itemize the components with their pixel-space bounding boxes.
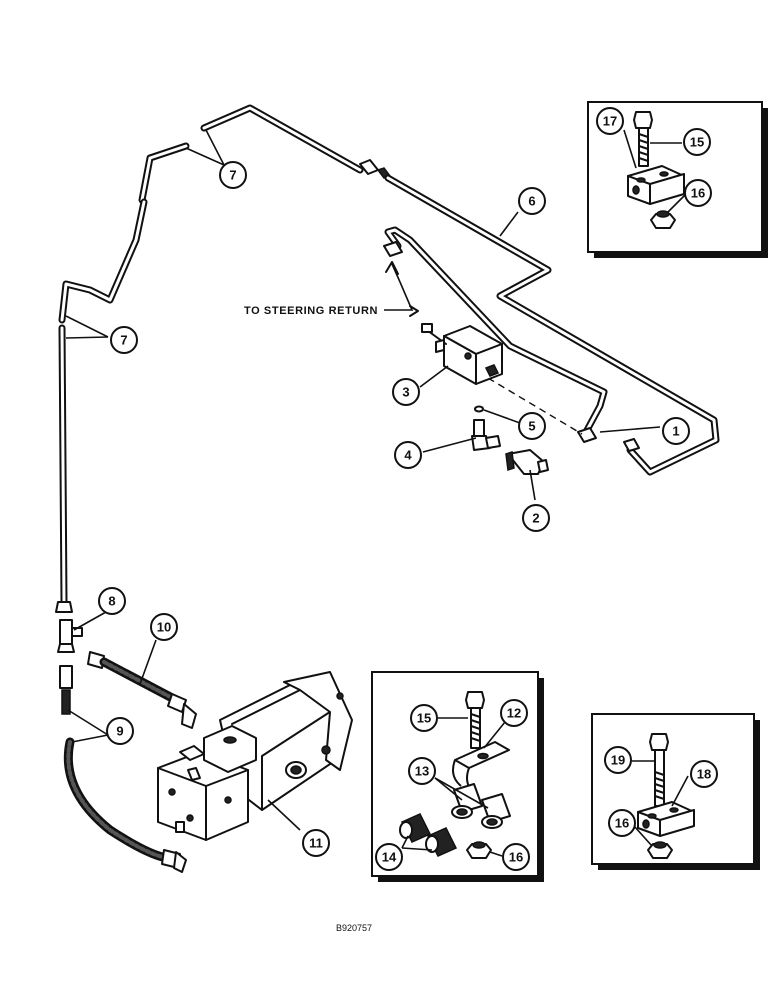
callout-6: 6 xyxy=(518,187,546,215)
svg-text:11: 11 xyxy=(309,836,323,851)
svg-text:8: 8 xyxy=(108,594,115,609)
callout-1: 1 xyxy=(662,417,690,445)
tube-7-lower xyxy=(55,324,73,613)
tube-7-upper xyxy=(58,104,364,324)
svg-text:13: 13 xyxy=(415,764,429,779)
swivel-elbow-2 xyxy=(505,449,549,475)
callout-3: 3 xyxy=(392,378,420,406)
hose-9 xyxy=(59,665,187,873)
bolt-15-top xyxy=(633,111,653,167)
svg-text:15: 15 xyxy=(690,135,704,150)
callout-15-bottom: 15 xyxy=(410,704,438,732)
callout-7-lower: 7 xyxy=(110,326,138,354)
bushing-13 xyxy=(451,783,511,829)
nut-16-top xyxy=(650,210,676,229)
callout-14: 14 xyxy=(375,843,403,871)
clamp-block-18 xyxy=(637,801,695,837)
callout-8: 8 xyxy=(98,587,126,615)
svg-text:5: 5 xyxy=(528,419,535,434)
callout-7-upper: 7 xyxy=(219,161,247,189)
svg-text:14: 14 xyxy=(382,850,397,865)
callout-17: 17 xyxy=(596,107,624,135)
svg-text:16: 16 xyxy=(509,850,523,865)
svg-text:18: 18 xyxy=(697,767,711,782)
callout-4: 4 xyxy=(394,441,422,469)
callout-18: 18 xyxy=(690,760,718,788)
label-to-steering-return: TO STEERING RETURN xyxy=(244,305,378,317)
elbow-fitting-4 xyxy=(471,419,501,451)
svg-text:7: 7 xyxy=(120,333,127,348)
svg-text:3: 3 xyxy=(402,385,409,400)
svg-text:6: 6 xyxy=(528,194,535,209)
svg-text:9: 9 xyxy=(116,724,123,739)
tee-fitting-8 xyxy=(57,619,83,653)
svg-text:16: 16 xyxy=(691,186,705,201)
pump-11 xyxy=(157,671,353,841)
drawing-code: B920757 xyxy=(336,923,372,933)
spacer-14 xyxy=(399,813,458,857)
bolt-19 xyxy=(649,733,669,807)
hose-10 xyxy=(87,651,197,729)
callout-15-top: 15 xyxy=(683,128,711,156)
callout-9: 9 xyxy=(106,717,134,745)
clamp-block-17 xyxy=(627,165,685,205)
inset-bottom-right xyxy=(591,713,760,870)
tube-1 xyxy=(383,226,640,452)
callout-16-top: 16 xyxy=(684,179,712,207)
callout-19: 19 xyxy=(604,746,632,774)
callout-16-right: 16 xyxy=(608,809,636,837)
svg-text:12: 12 xyxy=(507,706,521,721)
o-ring-5 xyxy=(474,405,484,413)
callout-12: 12 xyxy=(500,699,528,727)
svg-text:15: 15 xyxy=(417,711,431,726)
svg-text:2: 2 xyxy=(532,511,539,526)
leader-lines xyxy=(65,129,661,831)
callout-11: 11 xyxy=(302,829,330,857)
svg-text:4: 4 xyxy=(404,448,412,463)
svg-text:1: 1 xyxy=(672,424,679,439)
callout-13: 13 xyxy=(408,757,436,785)
svg-text:16: 16 xyxy=(615,816,629,831)
bolt-15-bottom xyxy=(465,691,485,749)
fitting-union-top xyxy=(359,159,392,179)
tube-6 xyxy=(384,174,720,476)
svg-text:19: 19 xyxy=(611,753,625,768)
callout-2: 2 xyxy=(522,504,550,532)
svg-text:7: 7 xyxy=(229,168,236,183)
valve-3 xyxy=(421,323,503,385)
callout-16-bottom: 16 xyxy=(502,843,530,871)
nut-16-bottom xyxy=(466,841,492,859)
svg-text:10: 10 xyxy=(157,620,171,635)
dashed-alignment-line xyxy=(487,377,583,435)
nut-16-right xyxy=(647,841,673,859)
callout-10: 10 xyxy=(150,613,178,641)
svg-text:17: 17 xyxy=(603,114,617,129)
callout-5: 5 xyxy=(518,412,546,440)
